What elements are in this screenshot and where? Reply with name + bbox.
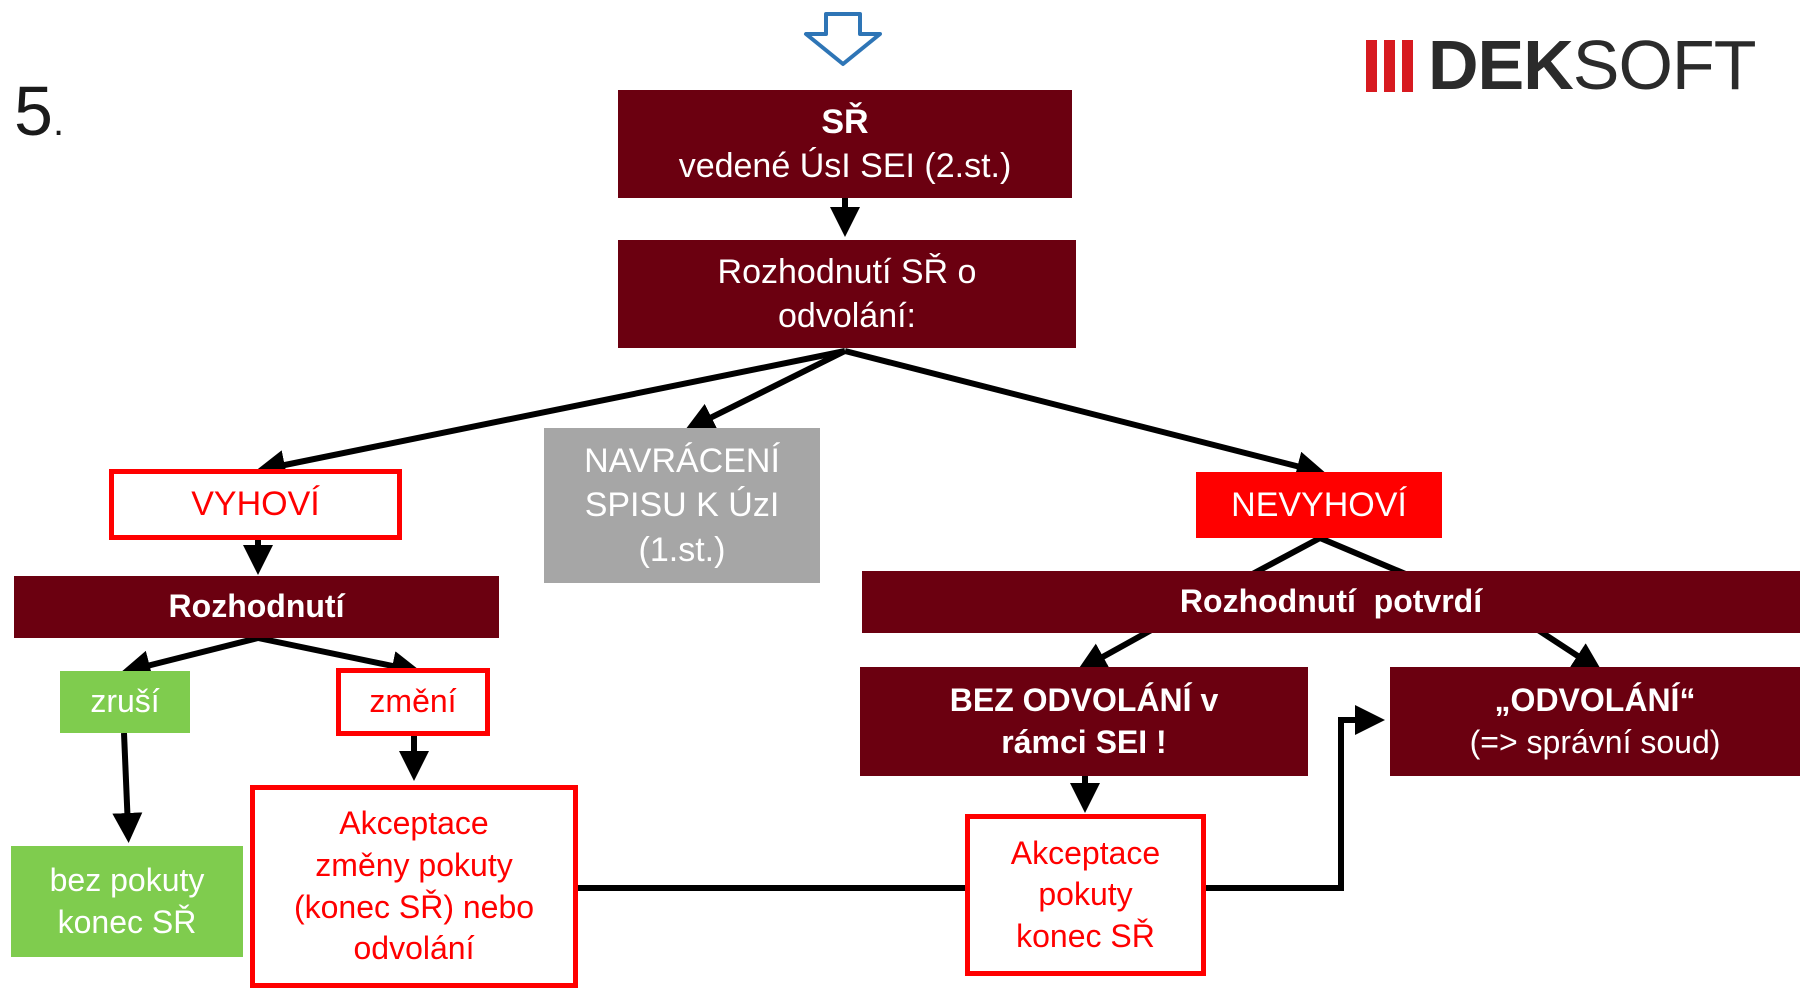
arrow-to-nevyhovi — [844, 348, 1327, 481]
node-bez-odvolani: BEZ ODVOLÁNÍ v rámci SEI ! — [860, 667, 1308, 776]
arrow-zrusi-to-bez-pokuty — [112, 732, 143, 843]
node-bez-pokuty-line2: konec SŘ — [57, 903, 197, 940]
node-akceptace-zmeny-line3: (konec SŘ) nebo — [293, 888, 535, 925]
node-bez-pokuty: bez pokuty konec SŘ — [11, 846, 243, 957]
slide-number-dot: . — [52, 100, 65, 144]
node-akceptace-zmeny-line2: změny pokuty — [315, 846, 513, 883]
node-akceptace-zmeny-line1: Akceptace — [339, 805, 489, 842]
arrow-to-odvolani — [1533, 625, 1603, 673]
node-zmeni-label: změní — [369, 683, 457, 720]
arrow-akceptace-to-odvolani — [575, 705, 1385, 891]
node-rozhodnuti-potvrdi-label: Rozhodnutí potvrdí — [1179, 583, 1483, 620]
node-zmeni: změní — [336, 668, 490, 736]
node-sr-subtitle: vedené ÚsI SEI (2.st.) — [678, 147, 1012, 185]
logo-text-bold: DEK — [1428, 26, 1574, 104]
node-zrusi: zruší — [60, 671, 190, 733]
arrow-to-navraceni — [684, 348, 847, 431]
slide-number-value: 5 — [14, 72, 53, 150]
node-akceptace-pokuty-line1: Akceptace — [1010, 834, 1161, 871]
arrow-to-bez-odvolani — [1076, 625, 1157, 672]
node-rozhodnuti-potvrdi: Rozhodnutí potvrdí — [862, 571, 1800, 633]
node-odvolani: „ODVOLÁNÍ“ (=> správní soud) — [1390, 667, 1800, 776]
node-zrusi-label: zruší — [90, 683, 160, 720]
node-odvolani-subtitle: (=> správní soud) — [1469, 723, 1721, 760]
logo-text-light: SOFT — [1572, 26, 1757, 104]
slide-number: 5. — [14, 76, 64, 146]
node-navraceni-line1: NAVRÁCENÍ — [584, 442, 780, 481]
node-akceptace-pokuty: Akceptace pokuty konec SŘ — [965, 814, 1206, 976]
node-rozhodnuti-sr: Rozhodnutí SŘ o odvolání: — [618, 240, 1076, 348]
node-akceptace-zmeny: Akceptace změny pokuty (konec SŘ) nebo o… — [250, 785, 578, 988]
node-akceptace-pokuty-line3: konec SŘ — [1016, 917, 1155, 954]
node-rozhodnuti-sr-line1: Rozhodnutí SŘ o — [717, 252, 977, 291]
node-vyhovi: VYHOVÍ — [109, 469, 402, 540]
node-vyhovi-label: VYHOVÍ — [191, 485, 320, 524]
entry-arrow-icon — [804, 12, 882, 66]
node-rozhodnuti-left: Rozhodnutí — [14, 576, 499, 638]
node-bez-odvolani-line2: rámci SEI ! — [1001, 723, 1167, 760]
node-bez-odvolani-line1: BEZ ODVOLÁNÍ v — [949, 681, 1219, 718]
node-navraceni-line2: SPISU K ÚzI — [584, 486, 780, 525]
node-sr-title: SŘ — [821, 102, 869, 141]
node-nevyhovi-label: NEVYHOVÍ — [1231, 485, 1407, 524]
node-sr: SŘ vedené ÚsI SEI (2.st.) — [618, 90, 1072, 198]
logo-bars-icon — [1366, 36, 1426, 96]
logo-text: DEKSOFT — [1428, 30, 1756, 100]
node-akceptace-pokuty-line2: pokuty — [1038, 876, 1133, 913]
arrow-to-zmeni — [257, 635, 422, 681]
node-odvolani-title: „ODVOLÁNÍ“ — [1494, 681, 1696, 718]
node-nevyhovi: NEVYHOVÍ — [1196, 472, 1442, 538]
node-bez-pokuty-line1: bez pokuty — [49, 861, 205, 898]
arrow-to-zrusi — [120, 635, 259, 680]
node-navraceni: NAVRÁCENÍ SPISU K ÚzI (1.st.) — [544, 428, 820, 583]
node-rozhodnuti-sr-line2: odvolání: — [778, 297, 916, 335]
node-akceptace-zmeny-line4: odvolání — [353, 930, 475, 967]
arrow-to-vyhovi — [255, 348, 846, 480]
node-rozhodnuti-left-label: Rozhodnutí — [168, 588, 345, 625]
node-navraceni-line3: (1.st.) — [638, 530, 726, 569]
